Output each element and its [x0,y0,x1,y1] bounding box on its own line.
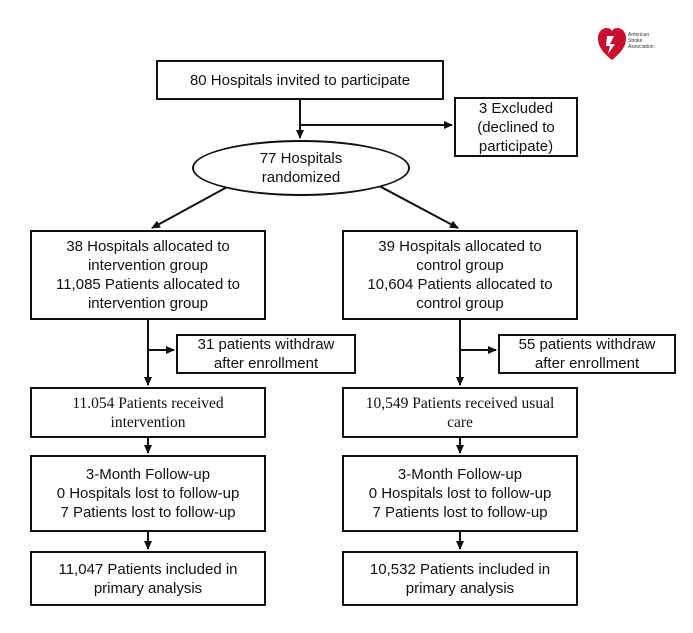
excluded-box: 3 Excluded (declined to participate) [454,97,578,157]
intervention-analysis-box: 11,047 Patients included in primary anal… [30,551,266,606]
node-text: 11.054 Patients received [72,394,224,412]
node-text: care [447,413,473,431]
node-text: randomized [261,169,341,186]
intervention-withdraw-box: 31 patients withdraw after enrollment [176,334,356,374]
node-text: intervention group [87,257,209,274]
intervention-received-box: 11.054 Patients received intervention [30,387,266,438]
logo-line: Stroke [628,38,643,44]
node-text: 10,604 Patients allocated to [367,276,553,293]
node-text: 39 Hospitals allocated to [378,238,542,255]
node-text: 7 Patients lost to follow-up [60,504,236,521]
control-followup-box: 3-Month Follow-up 0 Hospitals lost to fo… [342,455,578,532]
node-text: 77 Hospitals [259,150,343,167]
node-text: 3-Month Follow-up [85,466,211,483]
control-received-box: 10,549 Patients received usual care [342,387,578,438]
control-analysis-box: 10,532 Patients included in primary anal… [342,551,578,606]
control-withdraw-box: 55 patients withdraw after enrollment [498,334,676,374]
node-text: 80 Hospitals invited to participate [189,71,411,89]
intervention-allocation-box: 38 Hospitals allocated to intervention g… [30,230,266,320]
american-stroke-association-logo [598,28,626,60]
node-text: after enrollment [534,355,640,372]
node-text: 0 Hospitals lost to follow-up [56,485,240,502]
node-text: control group [416,295,504,312]
node-text: primary analysis [93,579,203,597]
node-text: 3 Excluded [478,99,554,117]
logo-line: Association. [628,44,655,50]
edge-randomized-control [367,179,459,229]
node-text: 55 patients withdraw [518,336,656,353]
node-text: 11,085 Patients allocated to [55,276,241,293]
node-text: participate) [478,137,554,155]
node-text: 7 Patients lost to follow-up [372,504,548,521]
randomized-ellipse: 77 Hospitals randomized [192,140,410,196]
node-text: 11,047 Patients included in [58,560,238,578]
node-text: intervention [110,413,186,431]
logo-line: American [628,32,650,38]
control-allocation-box: 39 Hospitals allocated to control group … [342,230,578,320]
node-text: (declined to [477,118,555,136]
node-text: 3-Month Follow-up [397,466,523,483]
node-text: 10,532 Patients included in [369,560,551,578]
node-text: primary analysis [405,579,515,597]
node-text: control group [416,257,504,274]
node-text: after enrollment [213,355,319,372]
node-text: 10,549 Patients received usual [365,394,555,412]
logo-text: American Stroke Association. [628,32,655,50]
node-text: 0 Hospitals lost to follow-up [368,485,552,502]
invited-hospitals-box: 80 Hospitals invited to participate [156,60,444,100]
node-text: intervention group [87,295,209,312]
intervention-followup-box: 3-Month Follow-up 0 Hospitals lost to fo… [30,455,266,532]
node-text: 38 Hospitals allocated to [66,238,230,255]
node-text: 31 patients withdraw [197,336,335,353]
